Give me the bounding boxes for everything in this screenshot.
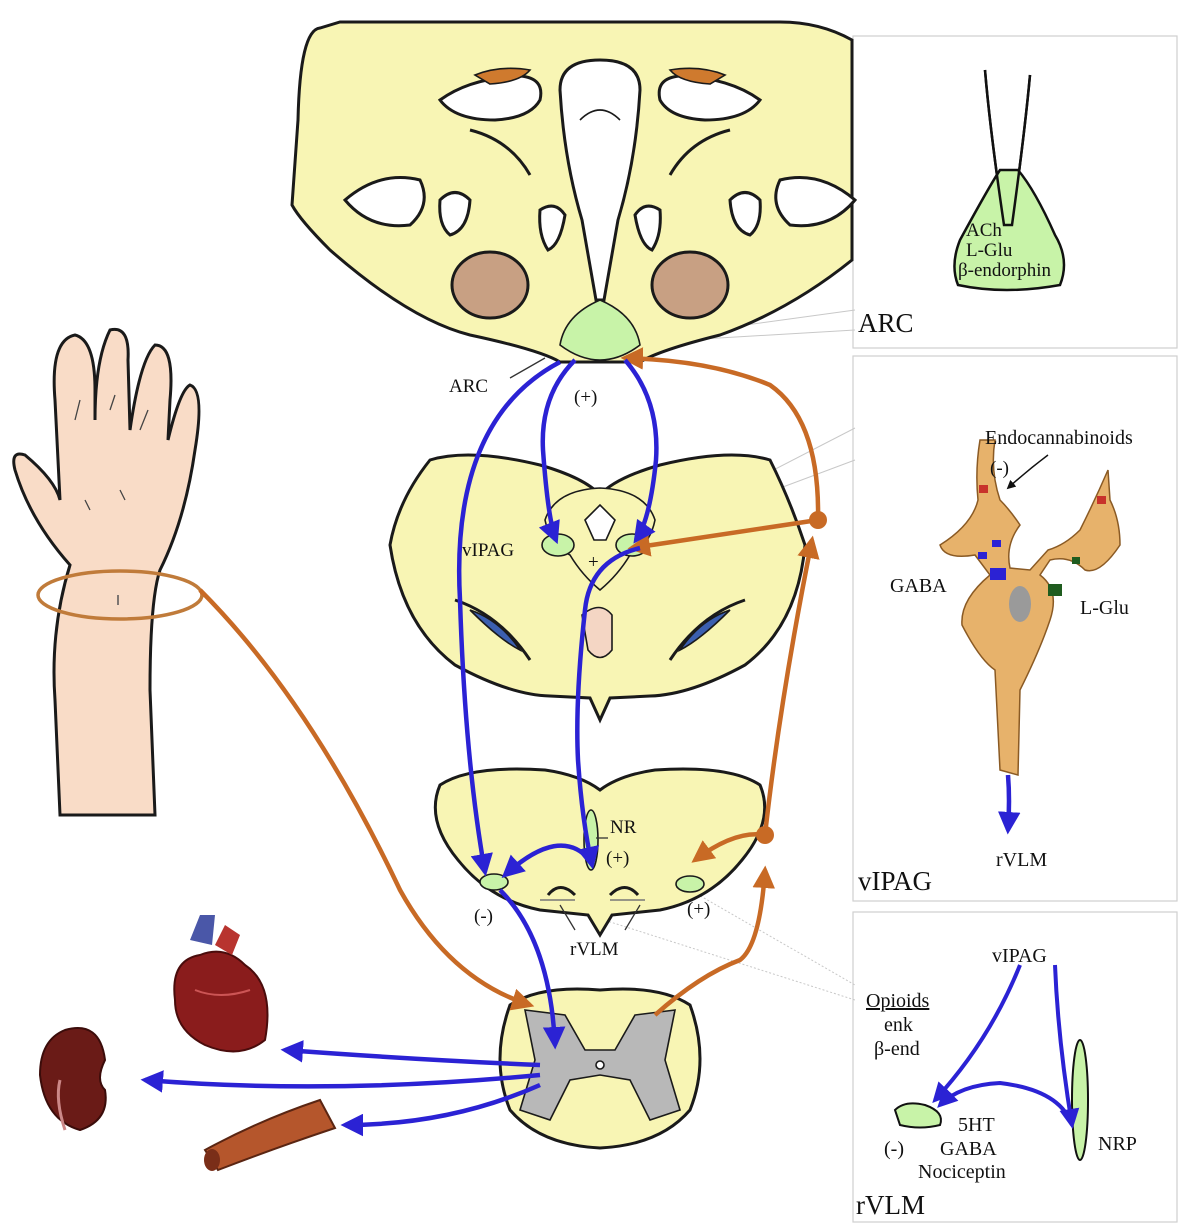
brown-nucleus-right — [652, 252, 728, 318]
nociceptin-label: Nociceptin — [918, 1161, 1006, 1183]
lglu-label: L-Glu — [1080, 597, 1129, 619]
medulla-relay-dot — [756, 826, 774, 844]
midbrain-relay-dot — [809, 511, 827, 529]
gaba-terminal — [990, 568, 1006, 580]
heart-illustration — [174, 915, 267, 1051]
rvlm-panel-source-label: vIPAG — [992, 945, 1047, 967]
central-canal — [596, 1061, 604, 1069]
opioids-label: Opioids — [866, 990, 930, 1012]
endocannabinoids-label: Endocannabinoids — [985, 427, 1133, 449]
rvlm-excitatory-label: (+) — [687, 899, 710, 920]
vipag-excitatory-label: + — [588, 552, 599, 573]
enk-label: enk — [884, 1014, 913, 1036]
vipag-nucleus-left — [542, 534, 574, 556]
hand-illustration — [14, 329, 202, 815]
hypothalamus-section — [292, 22, 855, 362]
gaba-panel-label: GABA — [940, 1138, 997, 1160]
vipag-panel-title: vIPAG — [858, 866, 932, 896]
vipag-target-label: rVLM — [996, 849, 1047, 871]
nr-label: NR — [610, 817, 637, 838]
blood-vessel-illustration — [204, 1100, 335, 1171]
gaba-label: GABA — [890, 575, 947, 597]
brown-nucleus-left — [452, 252, 528, 318]
rvlm-nucleus-left — [480, 874, 508, 890]
arc-bendorphin-label: β-endorphin — [958, 260, 1052, 281]
spinal-cord-section — [500, 989, 700, 1148]
bend-label: β-end — [874, 1038, 920, 1060]
neuron-nucleus — [1009, 586, 1031, 622]
arc-ach-label: ACh — [966, 220, 1002, 241]
arc-label: ARC — [449, 376, 488, 397]
rvlm-panel-title: rVLM — [856, 1190, 925, 1220]
arc-lglu-label: L-Glu — [966, 240, 1013, 261]
rvlm-inhibitory-label: (-) — [474, 906, 493, 927]
arc-panel-title: ARC — [858, 308, 914, 338]
endocannabinoid-site-1 — [979, 485, 988, 493]
spinal-to-kidney-arrow — [145, 1075, 540, 1086]
nrp-label: NRP — [1098, 1133, 1137, 1155]
nr-excitatory-label: (+) — [606, 848, 629, 869]
endocannabinoid-inhibitory-label: (-) — [990, 458, 1009, 479]
nrp-nucleus — [1072, 1040, 1088, 1160]
rvlm-label: rVLM — [570, 939, 619, 960]
kidney-illustration — [40, 1028, 106, 1130]
midbrain-section — [390, 455, 805, 720]
vipag-label: vIPAG — [462, 540, 514, 561]
rvlm-nucleus-right — [676, 876, 704, 892]
rvlm-panel-inhibitory-label: (-) — [884, 1138, 904, 1160]
vipag-to-rvlm-output-arrow — [1008, 775, 1009, 830]
lglu-terminal — [1048, 584, 1062, 596]
arc-excitatory-label: (+) — [574, 387, 597, 408]
5ht-label: 5HT — [958, 1114, 995, 1136]
endocannabinoid-site-2 — [1097, 496, 1106, 504]
